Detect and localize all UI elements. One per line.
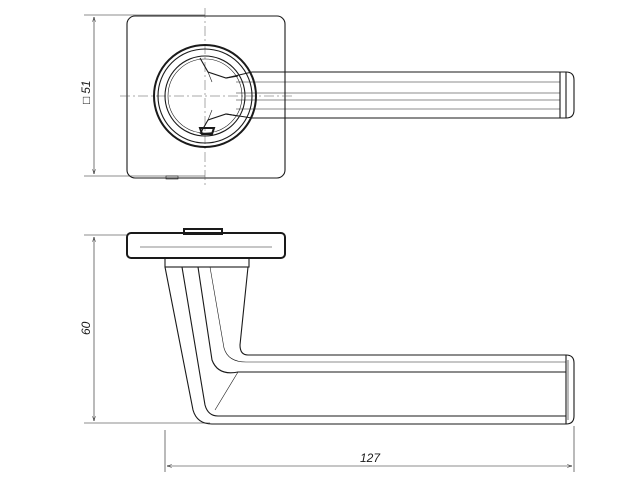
lever-facet-top — [209, 266, 566, 363]
rose-top-lock — [183, 228, 223, 235]
lock-slot — [198, 127, 216, 135]
neck-lower — [199, 113, 239, 135]
outer-ring-inner-edge — [157, 48, 253, 144]
inner-ring — [164, 55, 246, 137]
neck-collar — [164, 257, 250, 268]
lever-side-outline — [164, 266, 567, 425]
lever-side-end-cap — [565, 354, 575, 425]
lever-arm-outline — [225, 71, 567, 119]
outer-ring — [153, 44, 257, 148]
lever-facet-upper — [197, 266, 566, 374]
handle-elevation-view: 60 127 — [79, 228, 575, 472]
rose-dimension-label: □51 — [79, 80, 93, 104]
length-dimension-label: 127 — [360, 451, 381, 465]
neck-upper — [199, 57, 239, 79]
lever-bend-line — [214, 371, 239, 411]
rose-plate — [126, 232, 286, 259]
rose-tab — [165, 175, 179, 180]
neck-detail — [207, 71, 213, 121]
height-dimension-label: 60 — [79, 321, 93, 335]
lever-end-cap — [559, 71, 575, 119]
lever-inner-edge — [181, 266, 566, 417]
handle-plan-view: □51 — [79, 8, 575, 186]
square-rose — [126, 15, 286, 179]
